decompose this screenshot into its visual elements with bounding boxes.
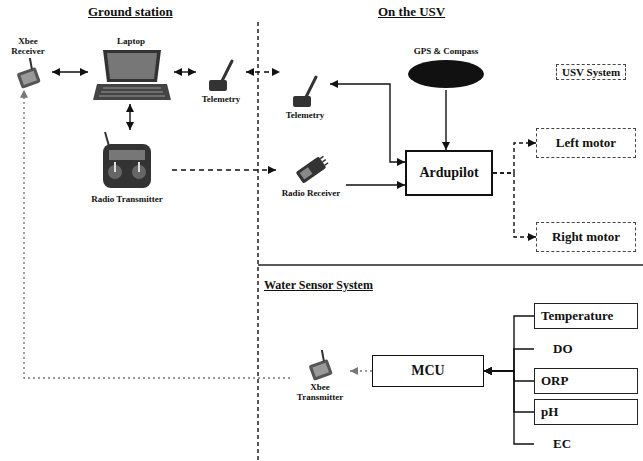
telemetry-node: Telemetry	[280, 74, 330, 122]
device-label: Telemetry	[202, 95, 241, 105]
system-label: Water Sensor System	[264, 278, 373, 293]
device-label: Xbee Receiver	[4, 37, 52, 57]
connector-arrow	[129, 104, 130, 130]
connector-arrow	[172, 169, 276, 170]
connector-arrow	[484, 371, 534, 381]
box-label: Right motor	[552, 229, 620, 245]
box-label: DO	[553, 341, 573, 357]
sensor-label: EC	[534, 432, 638, 456]
connector-arrow	[484, 371, 534, 444]
device-label: Radio Transmitter	[91, 195, 162, 205]
sensor-box: Temperature	[534, 303, 638, 329]
connector-arrow	[493, 173, 536, 237]
box-label: pH	[541, 404, 558, 420]
box-label: Temperature	[541, 308, 613, 324]
sensor-box: ORP	[534, 368, 638, 394]
telemetry-icon	[290, 74, 320, 110]
connector-arrow	[484, 371, 534, 412]
device-label: Laptop	[117, 37, 145, 47]
system-label: USV System	[556, 64, 626, 80]
motor-box: Right motor	[536, 222, 636, 252]
laptop-node: Laptop	[88, 36, 174, 104]
section-heading: On the USV	[378, 4, 445, 20]
dashed-divider	[257, 22, 259, 461]
connector-arrow	[330, 84, 405, 162]
xbee-transmitter-node: Xbee Transmitter	[290, 350, 350, 404]
sensor-label: DO	[534, 337, 638, 361]
connector-arrow	[346, 184, 405, 185]
box-label: Ardupilot	[419, 165, 478, 181]
box-label: Left motor	[556, 135, 616, 151]
radio-receiver-icon	[291, 152, 331, 188]
xbee-icon	[302, 350, 338, 382]
connector-arrow	[246, 71, 280, 72]
gps-compass-ellipse	[406, 58, 486, 90]
radio-transmitter-node: Radio Transmitter	[82, 130, 172, 206]
motor-box: Left motor	[536, 128, 636, 158]
box-label: EC	[553, 436, 571, 452]
sensor-box: pH	[534, 399, 638, 425]
radio-transmitter-icon	[97, 130, 157, 194]
laptop-icon	[91, 48, 171, 104]
device-label: GPS & Compass	[414, 47, 479, 57]
radio-receiver-node: Radio Receiver	[276, 152, 346, 200]
connector-arrow	[174, 71, 196, 72]
device-label: Radio Receiver	[282, 189, 341, 199]
controller-box: Ardupilot	[405, 150, 493, 196]
connector-arrow	[484, 316, 534, 371]
gps-compass-node: GPS & Compass	[405, 46, 487, 90]
telemetry-icon	[206, 58, 236, 94]
section-divider	[258, 264, 643, 266]
connector-arrow	[350, 370, 372, 371]
connector-arrow	[493, 143, 536, 173]
connector-arrow	[484, 349, 534, 371]
section-heading: Ground station	[88, 4, 173, 20]
box-label: MCU	[411, 363, 444, 379]
device-label: Xbee Transmitter	[290, 383, 350, 403]
connector-arrow	[24, 90, 290, 378]
connector-arrow	[52, 71, 88, 72]
xbee-icon	[10, 58, 46, 90]
mcu-box: MCU	[372, 355, 484, 387]
box-label: ORP	[541, 373, 568, 389]
telemetry-node: Telemetry	[196, 58, 246, 106]
xbee-receiver-node: Xbee Receiver	[4, 36, 52, 90]
connector-arrow	[445, 90, 446, 150]
device-label: Telemetry	[286, 111, 325, 121]
